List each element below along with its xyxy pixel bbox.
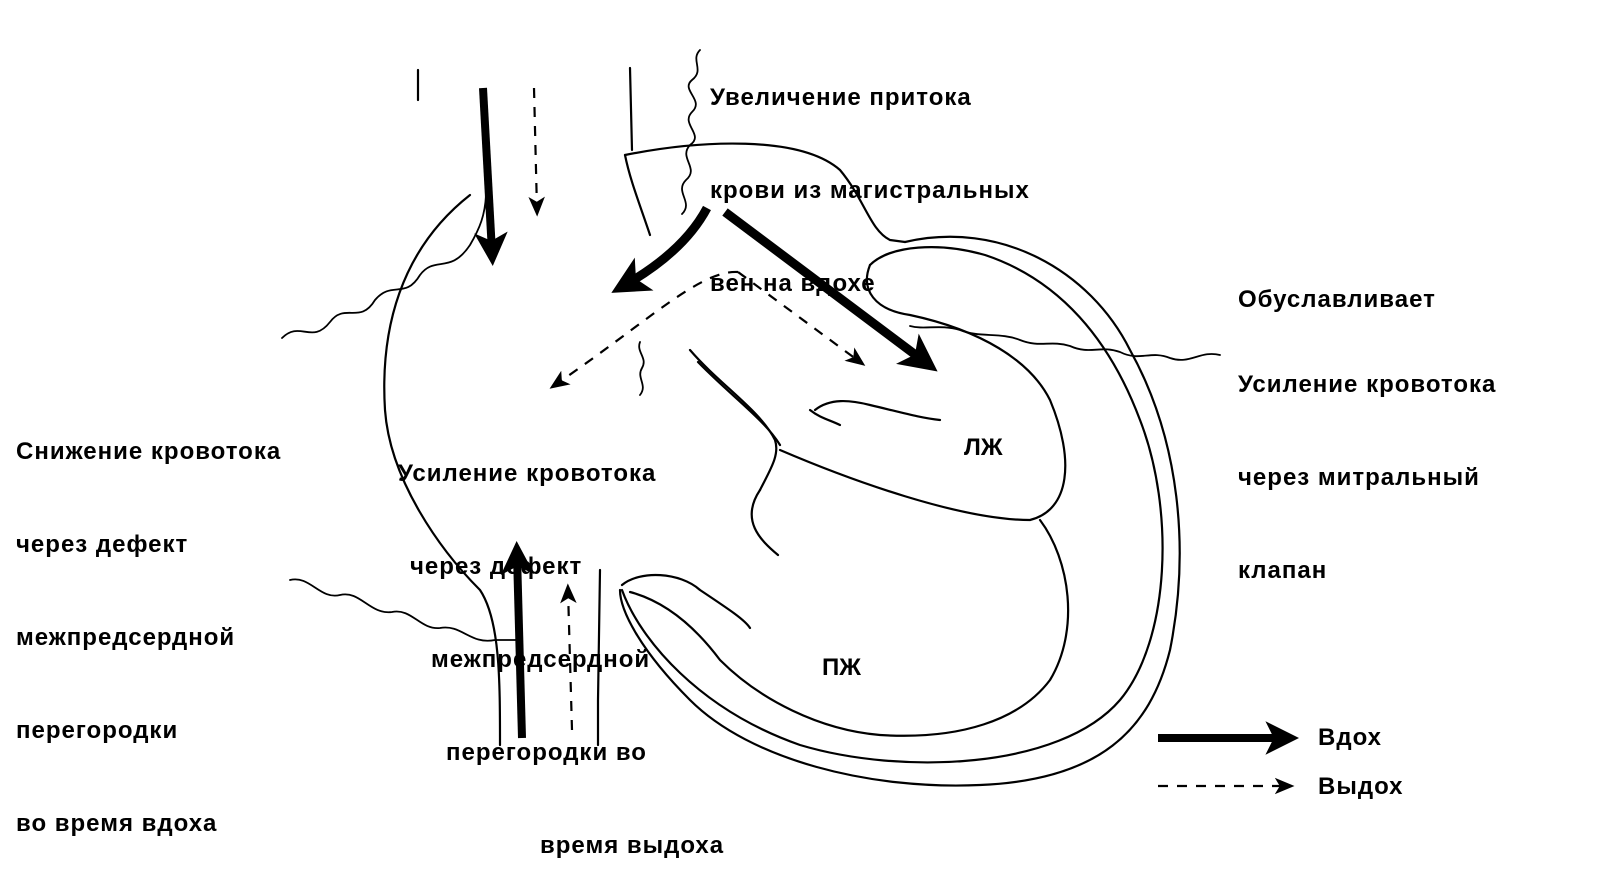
septum-lower [750,488,780,557]
arrow-ra-inspiration [611,205,711,293]
heart-diagram: Увеличение притока крови из магистральны… [16,20,1496,859]
left-atrium-top [623,142,907,244]
label-asd-inspiration-line: Снижение кровотока [16,438,282,465]
arrow-svc-expiration [528,87,545,217]
mitral-leaflet-root [808,408,842,427]
rv-wall [620,573,752,630]
label-causes-text: Обуславливает [1238,286,1436,313]
label-lv: ЛЖ [964,434,1003,461]
heart-outer-wall [618,235,1181,787]
leader-inflow [681,49,701,215]
leader-asd-expiration [638,341,645,396]
label-asd-expiration-line: через дефект [410,553,583,580]
svc-notch [623,153,652,237]
svc-right-wall [628,66,634,152]
legend-inspiration-label: Вдох [1318,724,1382,751]
arrow-ivc-inspiration [500,541,535,739]
diagram-drawing [281,49,1299,795]
label-asd-expiration-line: межпредсердной [431,646,651,673]
label-inflow: Увеличение притока крови из магистральны… [710,20,1030,330]
arrow-asd-expiration [549,270,739,389]
arrow-svc-inspiration [474,87,508,266]
label-asd-expiration: Усиление кровотока через дефект межпредс… [398,396,725,892]
label-asd-expiration-line: перегородки во [446,739,647,766]
leader-mitral [909,325,1221,361]
label-rv: ПЖ [822,654,861,681]
label-inflow-line: вен на вдохе [710,270,876,297]
label-asd-inspiration-line: через дефект [16,531,189,558]
rv-inner-wall [628,518,1070,737]
label-inflow-line: крови из магистральных [710,177,1030,204]
label-asd-inspiration-line: перегородки [16,717,179,744]
label-causes: Обуславливает [1238,222,1436,346]
label-mitral-line: клапан [1238,557,1328,584]
arrow-mitral-expiration [737,271,866,366]
leader-asd-inspiration [281,194,487,339]
label-inflow-line: Увеличение притока [710,84,972,111]
arrow-mitral-inspiration [722,208,938,372]
label-mitral: Усиление кровотока через митральный клап… [1238,307,1496,617]
label-asd-inspiration: Снижение кровотока через дефект межпредс… [16,374,281,870]
leader-asd-bottom [289,578,521,642]
label-asd-inspiration-line: межпредсердной [16,624,236,651]
label-asd-expiration-line: Усиление кровотока [398,460,657,487]
label-asd-inspiration-line: во время вдоха [16,810,218,837]
label-mitral-line: через митральный [1238,464,1480,491]
label-asd-expiration-line: время выдоха [540,832,725,859]
legend-expiration-label: Выдох [1318,773,1404,800]
ivc-right-wall [596,568,602,747]
septum-upper-inner [696,360,782,447]
right-atrium-wall [383,193,502,747]
label-mitral-line: Усиление кровотока [1238,371,1497,398]
mitral-leaflet [813,400,942,422]
arrow-ivc-expiration [560,583,577,731]
lv-wall [778,263,1067,522]
heart-inner-wall [620,246,1164,764]
